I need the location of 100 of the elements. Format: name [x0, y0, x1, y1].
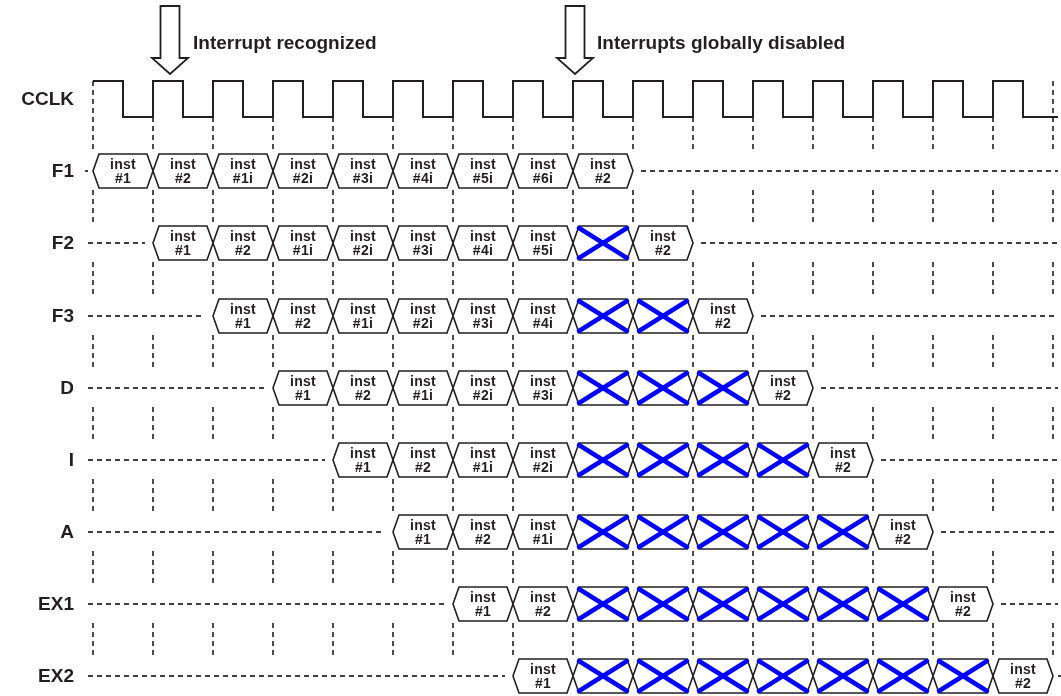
instruction-hexagon: [393, 226, 453, 260]
instruction-hexagon: [153, 154, 213, 188]
crossed-out-hexagon: [633, 371, 693, 405]
instruction-label: inst #2: [528, 590, 558, 618]
signal-name: F2: [51, 232, 74, 254]
instruction-hexagon: [393, 299, 453, 333]
instruction-label: inst #3i: [528, 374, 558, 402]
instruction-hexagon: [393, 443, 453, 477]
instruction-label: inst #2: [768, 374, 798, 402]
instruction-label: inst #2i: [288, 157, 318, 185]
instruction-label: inst #1i: [228, 157, 258, 185]
crossed-out-hexagon: [753, 587, 813, 621]
instruction-label: inst #2i: [348, 229, 378, 257]
instruction-label: inst #4i: [468, 229, 498, 257]
instruction-hexagon: [393, 154, 453, 188]
signal-name: F3: [51, 305, 74, 327]
crossed-out-hexagon: [753, 515, 813, 549]
instruction-label: inst #1: [288, 374, 318, 402]
crossed-out-hexagon: [633, 443, 693, 477]
crossed-out-hexagon: [573, 226, 633, 260]
crossed-out-hexagon: [693, 371, 753, 405]
instruction-hexagon: [453, 371, 513, 405]
instruction-label: inst #1i: [288, 229, 318, 257]
crossed-out-hexagon: [873, 587, 933, 621]
annotation-text: Interrupt recognized: [193, 32, 377, 54]
instruction-label: inst #2: [948, 590, 978, 618]
instruction-hexagon: [273, 299, 333, 333]
crossed-out-hexagon: [933, 659, 993, 693]
instruction-hexagon: [393, 371, 453, 405]
instruction-hexagon: [993, 659, 1053, 693]
instruction-hexagon: [393, 515, 453, 549]
instruction-label: inst #2: [828, 446, 858, 474]
instruction-label: inst #1i: [468, 446, 498, 474]
instruction-label: inst #3i: [468, 302, 498, 330]
instruction-hexagon: [333, 371, 393, 405]
crossed-out-hexagon: [813, 659, 873, 693]
instruction-label: inst #1: [408, 518, 438, 546]
signal-name: D: [60, 377, 74, 399]
instruction-label: inst #2i: [468, 374, 498, 402]
instruction-label: inst #2: [228, 229, 258, 257]
crossed-out-hexagon: [753, 443, 813, 477]
crossed-out-hexagon: [693, 443, 753, 477]
instruction-label: inst #2: [648, 229, 678, 257]
crossed-out-hexagon: [633, 515, 693, 549]
crossed-out-hexagon: [573, 299, 633, 333]
instruction-label: inst #6i: [528, 157, 558, 185]
signal-name: A: [60, 521, 74, 543]
instruction-label: inst #2: [588, 157, 618, 185]
instruction-label: inst #1: [168, 229, 198, 257]
instruction-label: inst #3i: [408, 229, 438, 257]
instruction-hexagon: [453, 587, 513, 621]
crossed-out-hexagon: [573, 515, 633, 549]
instruction-hexagon: [273, 371, 333, 405]
instruction-hexagon: [573, 154, 633, 188]
instruction-hexagon: [213, 154, 273, 188]
instruction-label: inst #2i: [528, 446, 558, 474]
instruction-hexagon: [453, 226, 513, 260]
instruction-hexagon: [513, 154, 573, 188]
instruction-label: inst #2: [708, 302, 738, 330]
instruction-label: inst #2: [888, 518, 918, 546]
crossed-out-hexagon: [813, 515, 873, 549]
signal-name: F1: [51, 160, 74, 182]
instruction-label: inst #4i: [528, 302, 558, 330]
instruction-label: inst #2: [408, 446, 438, 474]
crossed-out-hexagon: [693, 659, 753, 693]
crossed-out-hexagon: [573, 659, 633, 693]
crossed-out-hexagon: [633, 587, 693, 621]
instruction-hexagon: [513, 515, 573, 549]
signal-name: CCLK: [21, 88, 74, 110]
instruction-hexagon: [93, 154, 153, 188]
instruction-label: inst #2: [1008, 662, 1038, 690]
instruction-label: inst #5i: [528, 229, 558, 257]
instruction-hexagon: [453, 299, 513, 333]
instruction-hexagon: [333, 299, 393, 333]
instruction-label: inst #4i: [408, 157, 438, 185]
crossed-out-hexagon: [573, 371, 633, 405]
instruction-hexagon: [333, 443, 393, 477]
instruction-label: inst #3i: [348, 157, 378, 185]
instruction-hexagon: [333, 226, 393, 260]
instruction-hexagon: [333, 154, 393, 188]
crossed-out-hexagon: [693, 515, 753, 549]
instruction-label: inst #1i: [528, 518, 558, 546]
instruction-hexagon: [153, 226, 213, 260]
instruction-hexagon: [513, 226, 573, 260]
instruction-label: inst #2: [468, 518, 498, 546]
instruction-label: inst #1: [108, 157, 138, 185]
crossed-out-hexagon: [813, 587, 873, 621]
instruction-hexagon: [693, 299, 753, 333]
instruction-label: inst #1: [228, 302, 258, 330]
instruction-hexagon: [873, 515, 933, 549]
instruction-hexagon: [813, 443, 873, 477]
crossed-out-hexagon: [753, 659, 813, 693]
instruction-label: inst #1: [468, 590, 498, 618]
instruction-label: inst #2: [168, 157, 198, 185]
crossed-out-hexagon: [573, 443, 633, 477]
annotation-text: Interrupts globally disabled: [597, 32, 846, 54]
instruction-hexagon: [453, 443, 513, 477]
signal-name: I: [68, 449, 74, 471]
instruction-hexagon: [213, 226, 273, 260]
instruction-hexagon: [513, 299, 573, 333]
